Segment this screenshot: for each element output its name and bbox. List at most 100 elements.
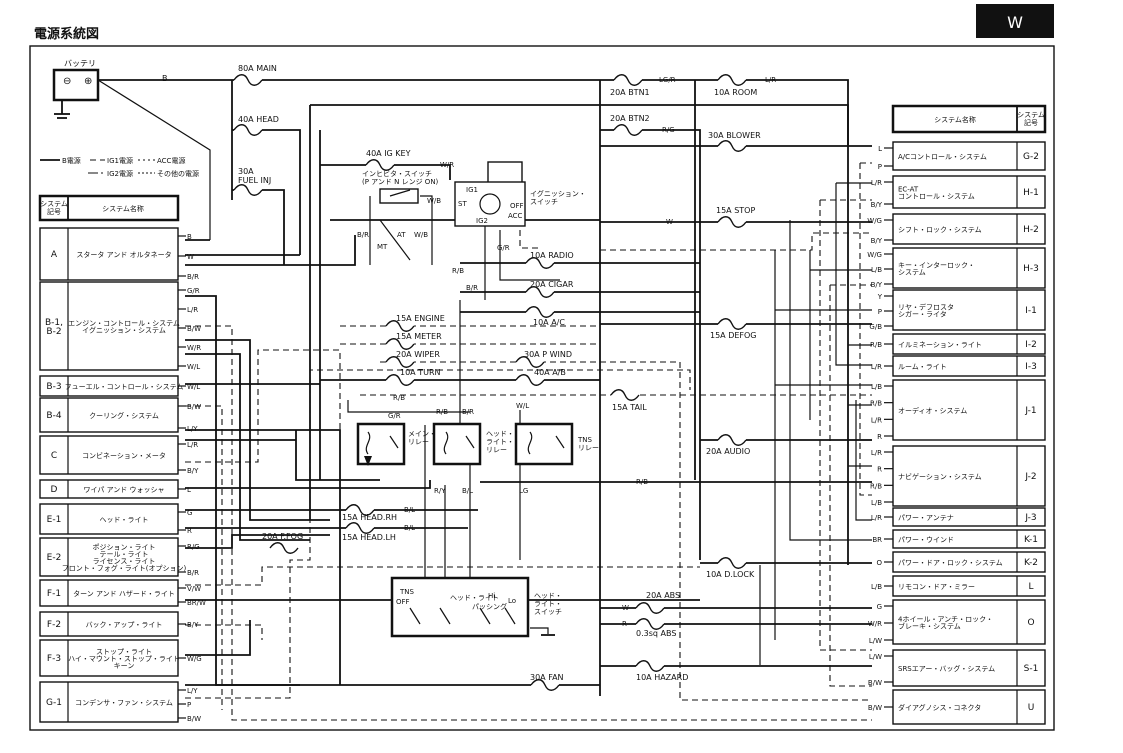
- inhibitor-at-label: AT: [397, 231, 406, 239]
- right-table-header: システム名称 システム記号: [891, 104, 1047, 134]
- left-system-name: エンジン・コントロール・システムイグニッション・システム: [68, 320, 180, 335]
- fuse-label: 15A HEAD.LH: [342, 533, 396, 542]
- inhibitor-mt-label: MT: [377, 243, 388, 251]
- fuse-label: 80A MAIN: [238, 64, 277, 73]
- fuse-label: 40A IG KEY: [366, 149, 411, 158]
- right-system-wire-label: W/G: [867, 251, 882, 259]
- right-system-code: H-3: [1023, 264, 1039, 274]
- fuse-label: 20A BTN1: [610, 88, 650, 97]
- left-system-wire-label: B: [187, 233, 192, 241]
- battery-label: バッテリ: [64, 59, 96, 68]
- fuse-label: 15A ENGINE: [396, 314, 445, 323]
- left-system-code: D: [51, 485, 58, 495]
- right-system-wire-label: G: [877, 603, 882, 611]
- right-system-code: K-1: [1024, 535, 1038, 545]
- wire-label-w-2: W: [622, 604, 629, 612]
- wire-label-w-b-low: W/B: [414, 231, 428, 239]
- wire-label-r-2: R: [622, 620, 627, 628]
- right-system-wire-label: G/B: [869, 323, 882, 331]
- wire-label-b-r: B/R: [357, 231, 369, 239]
- page-tab: [976, 4, 1054, 38]
- page-title: 電源系統図: [34, 26, 99, 42]
- left-system-wire-label: L/R: [187, 441, 198, 449]
- legend-ig2-power: IG2電源: [107, 169, 133, 178]
- right-system-code: O: [1027, 618, 1034, 628]
- fuse-label: 0.3sq ABS: [636, 629, 676, 638]
- head-light-relay-label: ヘッド・ライト・リレー: [486, 430, 514, 454]
- fuse: 20A BTN1: [610, 74, 650, 97]
- fuse-label: 20A AUDIO: [706, 447, 750, 456]
- wire-label-b-l-3: B/L: [404, 524, 415, 532]
- right-system-name: ルーム・ライト: [898, 363, 947, 371]
- right-system-wire-label: L/B: [871, 499, 882, 507]
- fuse: 20A F.FOG: [262, 532, 303, 554]
- inhibitor-switch: インヒビタ・スイッチ(P アンド N レンジ ON) AT MT B/R W/B…: [357, 169, 441, 265]
- fuse: 10A A/C: [525, 306, 565, 327]
- left-system-code: F-3: [47, 654, 61, 664]
- fuse-label: 20A CIGAR: [530, 280, 574, 289]
- fuse-label: 15A METER: [396, 332, 442, 341]
- ignition-switch-label: イグニッション・スイッチ: [530, 189, 586, 206]
- inhibitor-switch-label: インヒビタ・スイッチ(P アンド N レンジ ON): [362, 169, 439, 186]
- wire-label-r-g: R/G: [662, 126, 675, 134]
- right-system-wire-label: W/G: [867, 217, 882, 225]
- wire-label-b-l-2: B/L: [404, 506, 415, 514]
- left-system-name: ターン アンド ハザード・ライト: [73, 589, 175, 598]
- fuse: 20A BTN2: [610, 114, 650, 136]
- left-system-wire-label: W: [187, 253, 194, 261]
- left-system-wire-label: W/L: [187, 363, 200, 371]
- right-system-name: 4ホイール・アンチ・ロック・ブレーキ・システム: [898, 616, 993, 631]
- left-system-code: F-2: [47, 620, 61, 630]
- fuse-label: 30A BLOWER: [708, 131, 761, 140]
- fuse-label: 10A TURN: [400, 368, 440, 377]
- right-system-wire-label: L/R: [871, 363, 882, 371]
- head-switch-term-lo: Lo: [508, 597, 516, 605]
- right-system-wire-label: R/B: [870, 341, 882, 349]
- right-system-code: G-2: [1023, 152, 1039, 162]
- right-system-wire-label: L/R: [871, 416, 882, 424]
- fuse: 15A HEAD.LH: [342, 522, 396, 542]
- wire-label-r-b-4: R/B: [636, 478, 648, 486]
- fuse-label: 15A STOP: [716, 206, 755, 215]
- fuse-label: 40A A/B: [534, 368, 566, 377]
- head-switch-term-head: ヘッド・ライト: [450, 594, 499, 602]
- fuse: 30A P WIND: [515, 350, 572, 368]
- wire-label-r-b-2: R/B: [393, 394, 405, 402]
- wire-label-r-b-1: R/B: [452, 267, 464, 275]
- fuse-label: 15A DEFOG: [710, 331, 757, 340]
- battery-body: [52, 68, 100, 102]
- wire-label-g-r: G/R: [497, 244, 510, 252]
- fuse-label: 10A HAZARD: [636, 673, 688, 682]
- dashed-power-lines: [185, 162, 872, 721]
- left-system-code: G-1: [46, 698, 62, 708]
- left-system-wire-label: G: [187, 509, 192, 517]
- wire-label-l-r-top: L/R: [765, 76, 776, 84]
- head-light-switch-label: ヘッド・ライト・スイッチ: [534, 592, 562, 616]
- right-system-code: H-1: [1023, 188, 1039, 198]
- right-system-wire-label: L/B: [871, 583, 882, 591]
- fuse: 30A FAN: [530, 673, 564, 691]
- ignition-term-off: OFF: [510, 202, 524, 210]
- left-system-name: スタータ アンド オルタネータ: [76, 250, 171, 259]
- right-system-code: I-2: [1025, 340, 1037, 350]
- diagram-frame: [29, 45, 1055, 731]
- right-system-wire-label: L: [878, 145, 882, 153]
- right-system-code: K-2: [1024, 558, 1038, 568]
- wire-label-b-r-2: B/R: [466, 284, 478, 292]
- right-system-row: イルミネーション・ライト I-2 R/B: [870, 333, 1046, 355]
- fuse: 15A METER: [385, 332, 442, 350]
- right-system-name: イルミネーション・ライト: [898, 341, 982, 349]
